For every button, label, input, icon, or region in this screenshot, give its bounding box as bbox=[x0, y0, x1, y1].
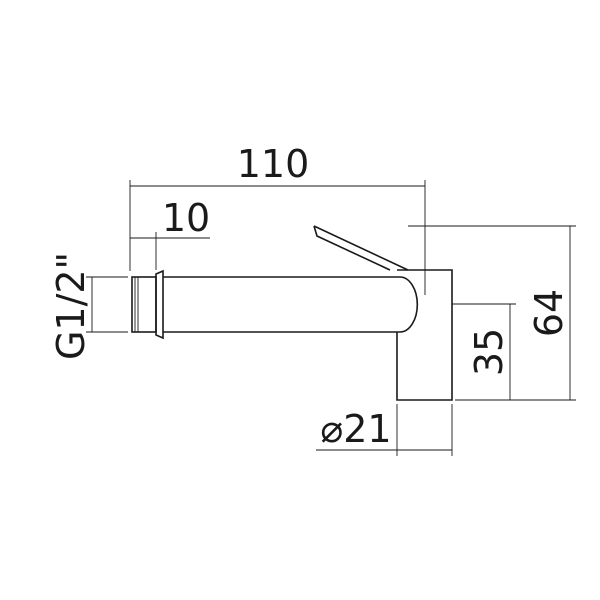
dimension-thread-length: 10 bbox=[130, 196, 210, 270]
spout-tube bbox=[163, 276, 400, 333]
label-thread-size: G1/2" bbox=[49, 252, 93, 360]
label-diameter: ⌀21 bbox=[320, 407, 391, 451]
dimension-outlet-height: 35 bbox=[452, 303, 516, 401]
spout-head-body bbox=[396, 269, 453, 401]
dimension-diameter: ⌀21 bbox=[316, 404, 453, 456]
dimension-thread-size: G1/2" bbox=[49, 252, 128, 360]
label-64: 64 bbox=[527, 289, 571, 337]
thread-connector bbox=[131, 276, 157, 333]
connector-collar bbox=[155, 269, 164, 340]
dimension-total-height: 64 bbox=[408, 225, 576, 401]
label-110: 110 bbox=[237, 142, 310, 186]
spout-rounded-end bbox=[399, 276, 419, 333]
control-lever bbox=[313, 225, 409, 271]
dimension-overall-length: 110 bbox=[129, 142, 426, 295]
bidet-spout-outline bbox=[131, 225, 453, 401]
label-35: 35 bbox=[467, 328, 511, 376]
label-10: 10 bbox=[162, 196, 210, 240]
